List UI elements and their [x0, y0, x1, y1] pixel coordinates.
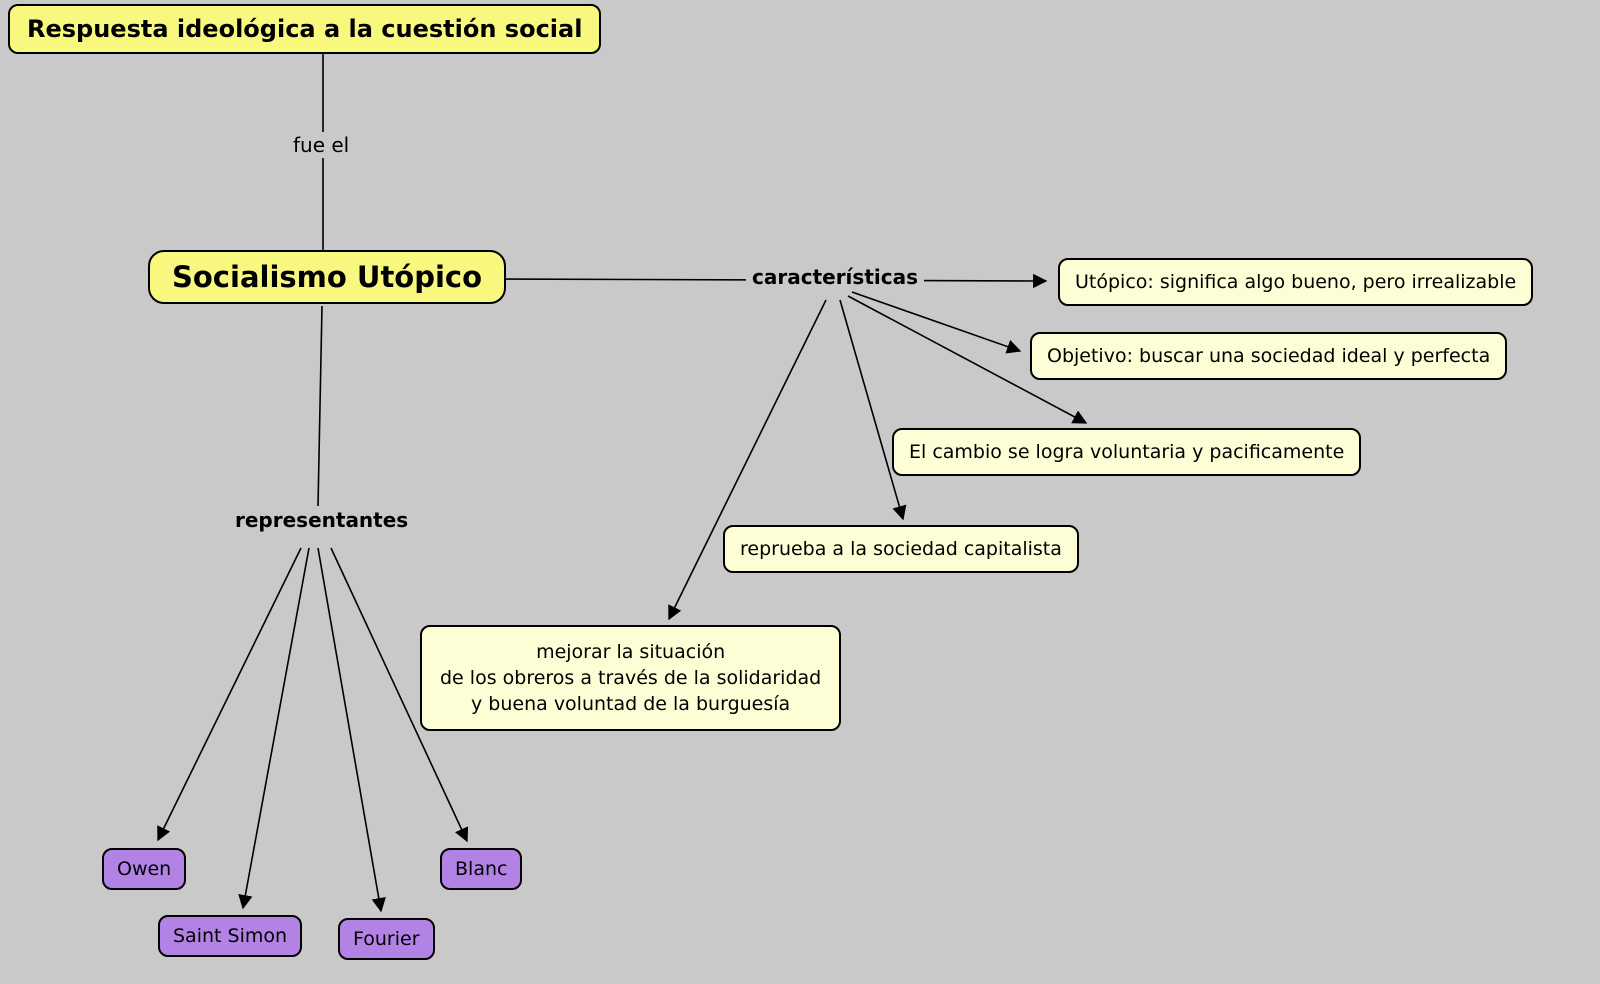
- node-caracteristica-cambio[interactable]: El cambio se logra voluntaria y pacifica…: [892, 428, 1362, 476]
- edge-main-to-representantes: [317, 305, 323, 507]
- node-representante-fourier[interactable]: Fourier: [338, 918, 435, 960]
- edge-caracteristicas-to-caracteristica-3: [847, 295, 1088, 424]
- node-caracteristica-mejorar[interactable]: mejorar la situación de los obreros a tr…: [420, 625, 842, 731]
- edge-label-caracteristicas: características: [746, 264, 924, 290]
- edge-caracteristicas-to-caracteristica-4: [839, 299, 907, 521]
- node-socialismo-utopico[interactable]: Socialismo Utópico: [148, 250, 507, 304]
- node-root-concept[interactable]: Respuesta ideológica a la cuestión socia…: [8, 4, 602, 54]
- node-caracteristica-reprueba[interactable]: reprueba a la sociedad capitalista: [723, 525, 1079, 573]
- edge-caracteristicas-to-caracteristica-5: [668, 299, 827, 621]
- node-caracteristica-objetivo[interactable]: Objetivo: buscar una sociedad ideal y pe…: [1030, 332, 1508, 380]
- node-representante-blanc[interactable]: Blanc: [440, 848, 523, 890]
- edge-representantes-to-owen: [157, 547, 302, 842]
- node-representante-owen[interactable]: Owen: [102, 848, 187, 890]
- edge-representantes-to-blanc: [330, 547, 469, 843]
- edge-label-representantes: representantes: [229, 507, 415, 533]
- edge-label-fue-el: fue el: [287, 132, 356, 158]
- edge-representantes-to-saint-simon: [238, 547, 310, 910]
- node-representante-saint-simon[interactable]: Saint Simon: [158, 915, 303, 957]
- edge-representantes-to-fourier: [317, 547, 386, 913]
- edge-caracteristicas-to-caracteristica-2: [851, 291, 1022, 354]
- node-caracteristica-utopico[interactable]: Utópico: significa algo bueno, pero irre…: [1058, 258, 1534, 306]
